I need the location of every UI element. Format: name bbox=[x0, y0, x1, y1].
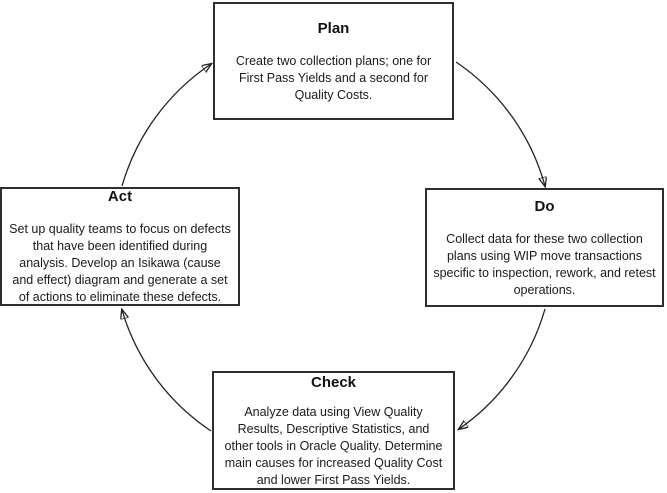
arrow-do-to-check-icon bbox=[459, 308, 546, 429]
text-line: of actions to eliminate these defects. bbox=[18, 290, 222, 304]
text-line: specific to inspection, rework, and rete… bbox=[433, 265, 656, 280]
node-plan-title: Plan bbox=[317, 19, 350, 37]
arrow-act-to-plan-icon bbox=[121, 64, 211, 187]
arrow-check-to-act-icon bbox=[122, 310, 212, 432]
text-line: that have been identified during bbox=[32, 239, 208, 253]
node-plan-description: Create two collection plans; one for Fir… bbox=[236, 53, 431, 104]
text-line: and lower First Pass Yields. bbox=[256, 472, 411, 487]
text-line: Results, Descriptive Statistics, and bbox=[237, 421, 430, 436]
arrow-plan-to-do-icon bbox=[455, 61, 545, 186]
node-act: Act Set up quality teams to focus on def… bbox=[0, 187, 240, 306]
node-act-description: Set up quality teams to focus on defects… bbox=[9, 221, 231, 306]
node-plan: Plan Create two collection plans; one fo… bbox=[213, 2, 454, 120]
text-line: plans using WIP move transactions bbox=[446, 248, 642, 263]
node-check: Check Analyze data using View Quality Re… bbox=[212, 371, 455, 490]
node-do-title: Do bbox=[534, 197, 555, 215]
text-line: Create two collection plans; one for bbox=[235, 53, 432, 68]
node-check-title: Check bbox=[310, 373, 357, 391]
text-line: main causes for increased Quality Cost bbox=[224, 455, 443, 470]
text-line: First Pass Yields and a second for bbox=[239, 70, 428, 85]
text-line: Collect data for these two collection bbox=[446, 231, 643, 246]
node-act-title: Act bbox=[107, 188, 133, 205]
text-line: Analyze data using View Quality bbox=[244, 404, 423, 419]
text-line: other tools in Oracle Quality. Determine bbox=[224, 438, 443, 453]
text-line: Set up quality teams to focus on defects bbox=[9, 222, 231, 236]
node-check-description: Analyze data using View Quality Results,… bbox=[225, 404, 443, 489]
text-line: and effect) diagram and generate a set bbox=[12, 273, 228, 287]
text-line: analysis. Develop an Isikawa (cause bbox=[19, 256, 221, 270]
node-do-description: Collect data for these two collection pl… bbox=[433, 231, 655, 299]
text-line: Quality Costs. bbox=[294, 87, 373, 102]
text-line: operations. bbox=[513, 282, 576, 297]
node-do: Do Collect data for these two collection… bbox=[425, 188, 664, 307]
